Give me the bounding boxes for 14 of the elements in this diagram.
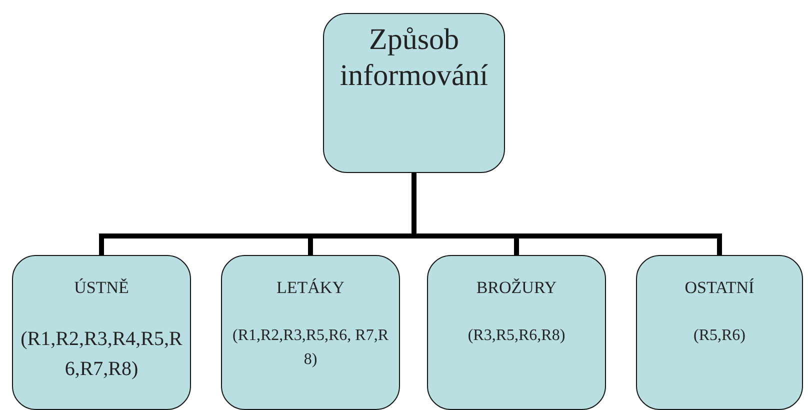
category-box	[636, 255, 803, 410]
respondent-list: (R1,R2,R3,R4,R5,R6,R7,R8)	[13, 324, 190, 384]
category-box	[427, 255, 606, 410]
category-title: BROŽURY	[475, 278, 558, 298]
category-box	[221, 255, 400, 410]
category-title: LETÁKY	[276, 278, 346, 298]
root-box	[323, 13, 505, 173]
respondent-list: (R3,R5,R6,R8)	[428, 324, 605, 348]
box-title: Způsob informování	[338, 22, 490, 94]
category-box	[12, 255, 191, 410]
respondent-list: (R5,R6)	[637, 324, 802, 348]
category-title: ÚSTNĚ	[73, 278, 130, 298]
respondent-list: (R1,R2,R3,R5,R6, R7,R8)	[222, 324, 399, 372]
category-title: OSTATNÍ	[684, 278, 756, 298]
